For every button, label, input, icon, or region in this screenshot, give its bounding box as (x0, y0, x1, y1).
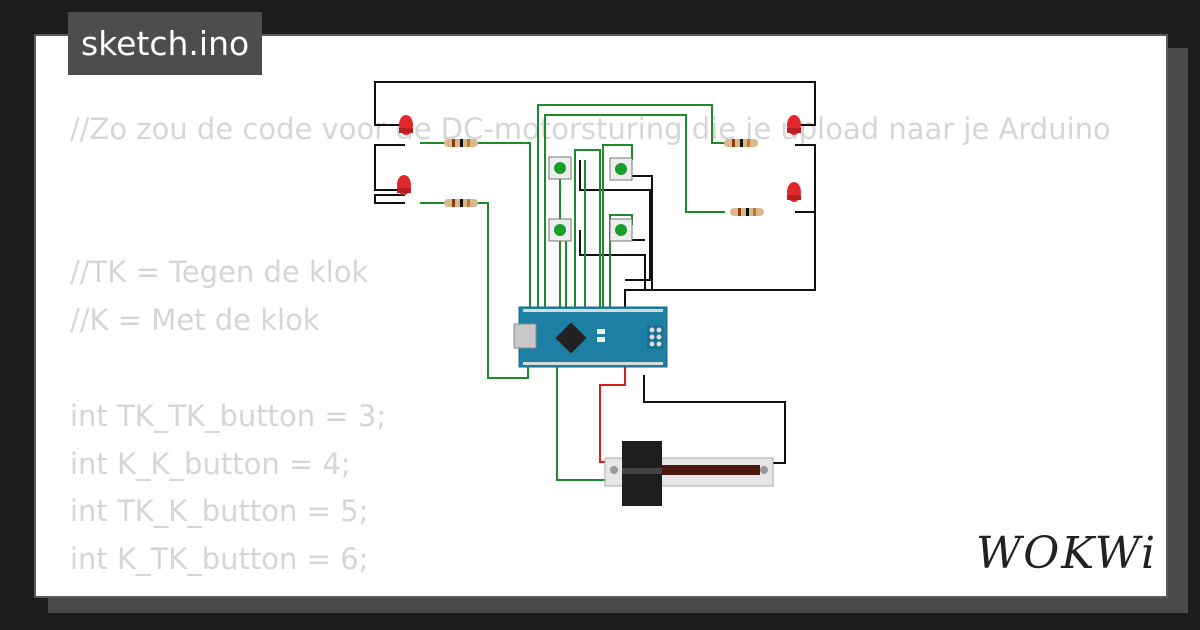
code-line: //TK = Tegen de klok (70, 255, 369, 290)
pushbutton-4 (609, 218, 633, 242)
pushbutton-2 (609, 157, 633, 181)
resistor-3 (724, 139, 758, 147)
slide-potentiometer (604, 441, 774, 506)
code-line: int TK_K_button = 5; (70, 494, 369, 529)
resistor-4 (730, 208, 764, 216)
pushbutton-3 (548, 218, 572, 242)
pushbutton-1 (548, 156, 572, 180)
led-top-right (787, 115, 801, 135)
led-top-left (399, 115, 413, 135)
wokwi-logo: WOKWi (976, 528, 1158, 579)
led-mid-right (787, 182, 801, 202)
code-line: //K = Met de klok (70, 303, 320, 338)
code-line: int K_K_button = 4; (70, 446, 351, 481)
led-mid-left (397, 175, 411, 195)
resistor-2 (444, 199, 478, 207)
resistor-1 (444, 139, 478, 147)
code-line: int K_TK_button = 6; (70, 542, 369, 577)
code-line: int TK_TK_button = 3; (70, 398, 387, 433)
file-tab[interactable]: sketch.ino (68, 12, 263, 75)
arduino-nano-board (513, 306, 668, 368)
